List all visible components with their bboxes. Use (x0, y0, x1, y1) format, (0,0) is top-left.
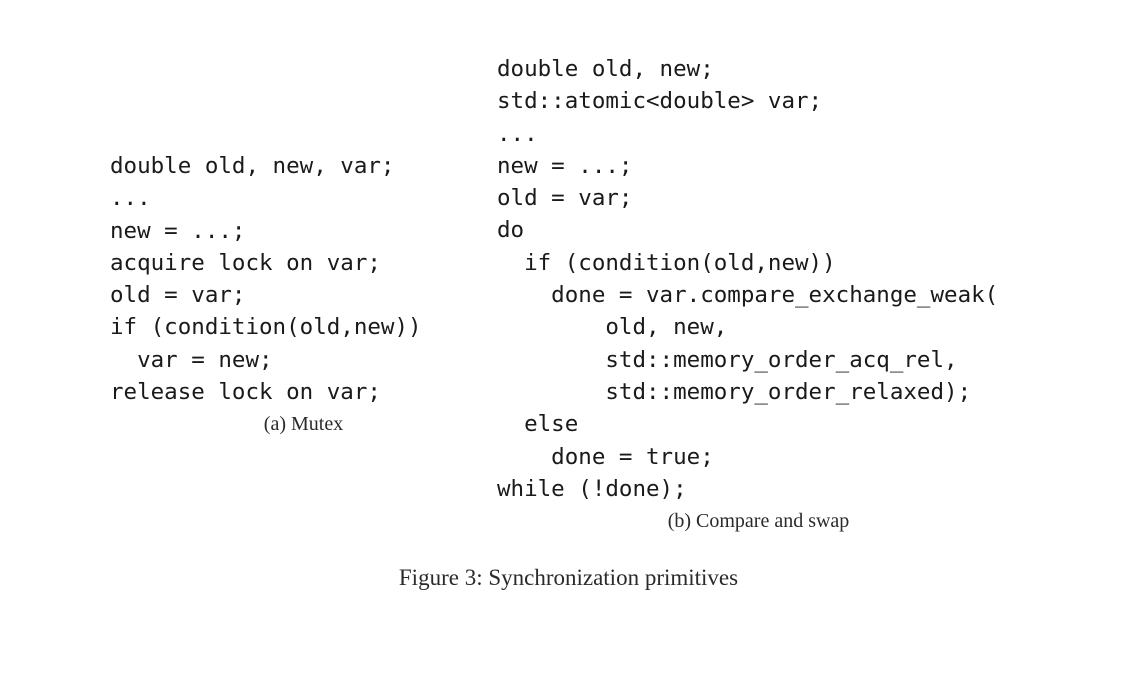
subfigure-compare-and-swap-caption: (b) Compare and swap (667, 510, 850, 533)
code-listing-compare-and-swap: double old, new; std::atomic<double> var… (497, 56, 999, 502)
code-listing-mutex: double old, new, var; ... new = ...; acq… (110, 153, 422, 406)
subfigure-compare-and-swap: double old, new; std::atomic<double> var… (497, 53, 1020, 537)
subfigure-mutex-caption: (a) Mutex (263, 413, 344, 436)
figure-caption: Figure 3: Synchronization primitives (398, 565, 739, 590)
subfigure-mutex: double old, new, var; ... new = ...; acq… (110, 150, 497, 441)
